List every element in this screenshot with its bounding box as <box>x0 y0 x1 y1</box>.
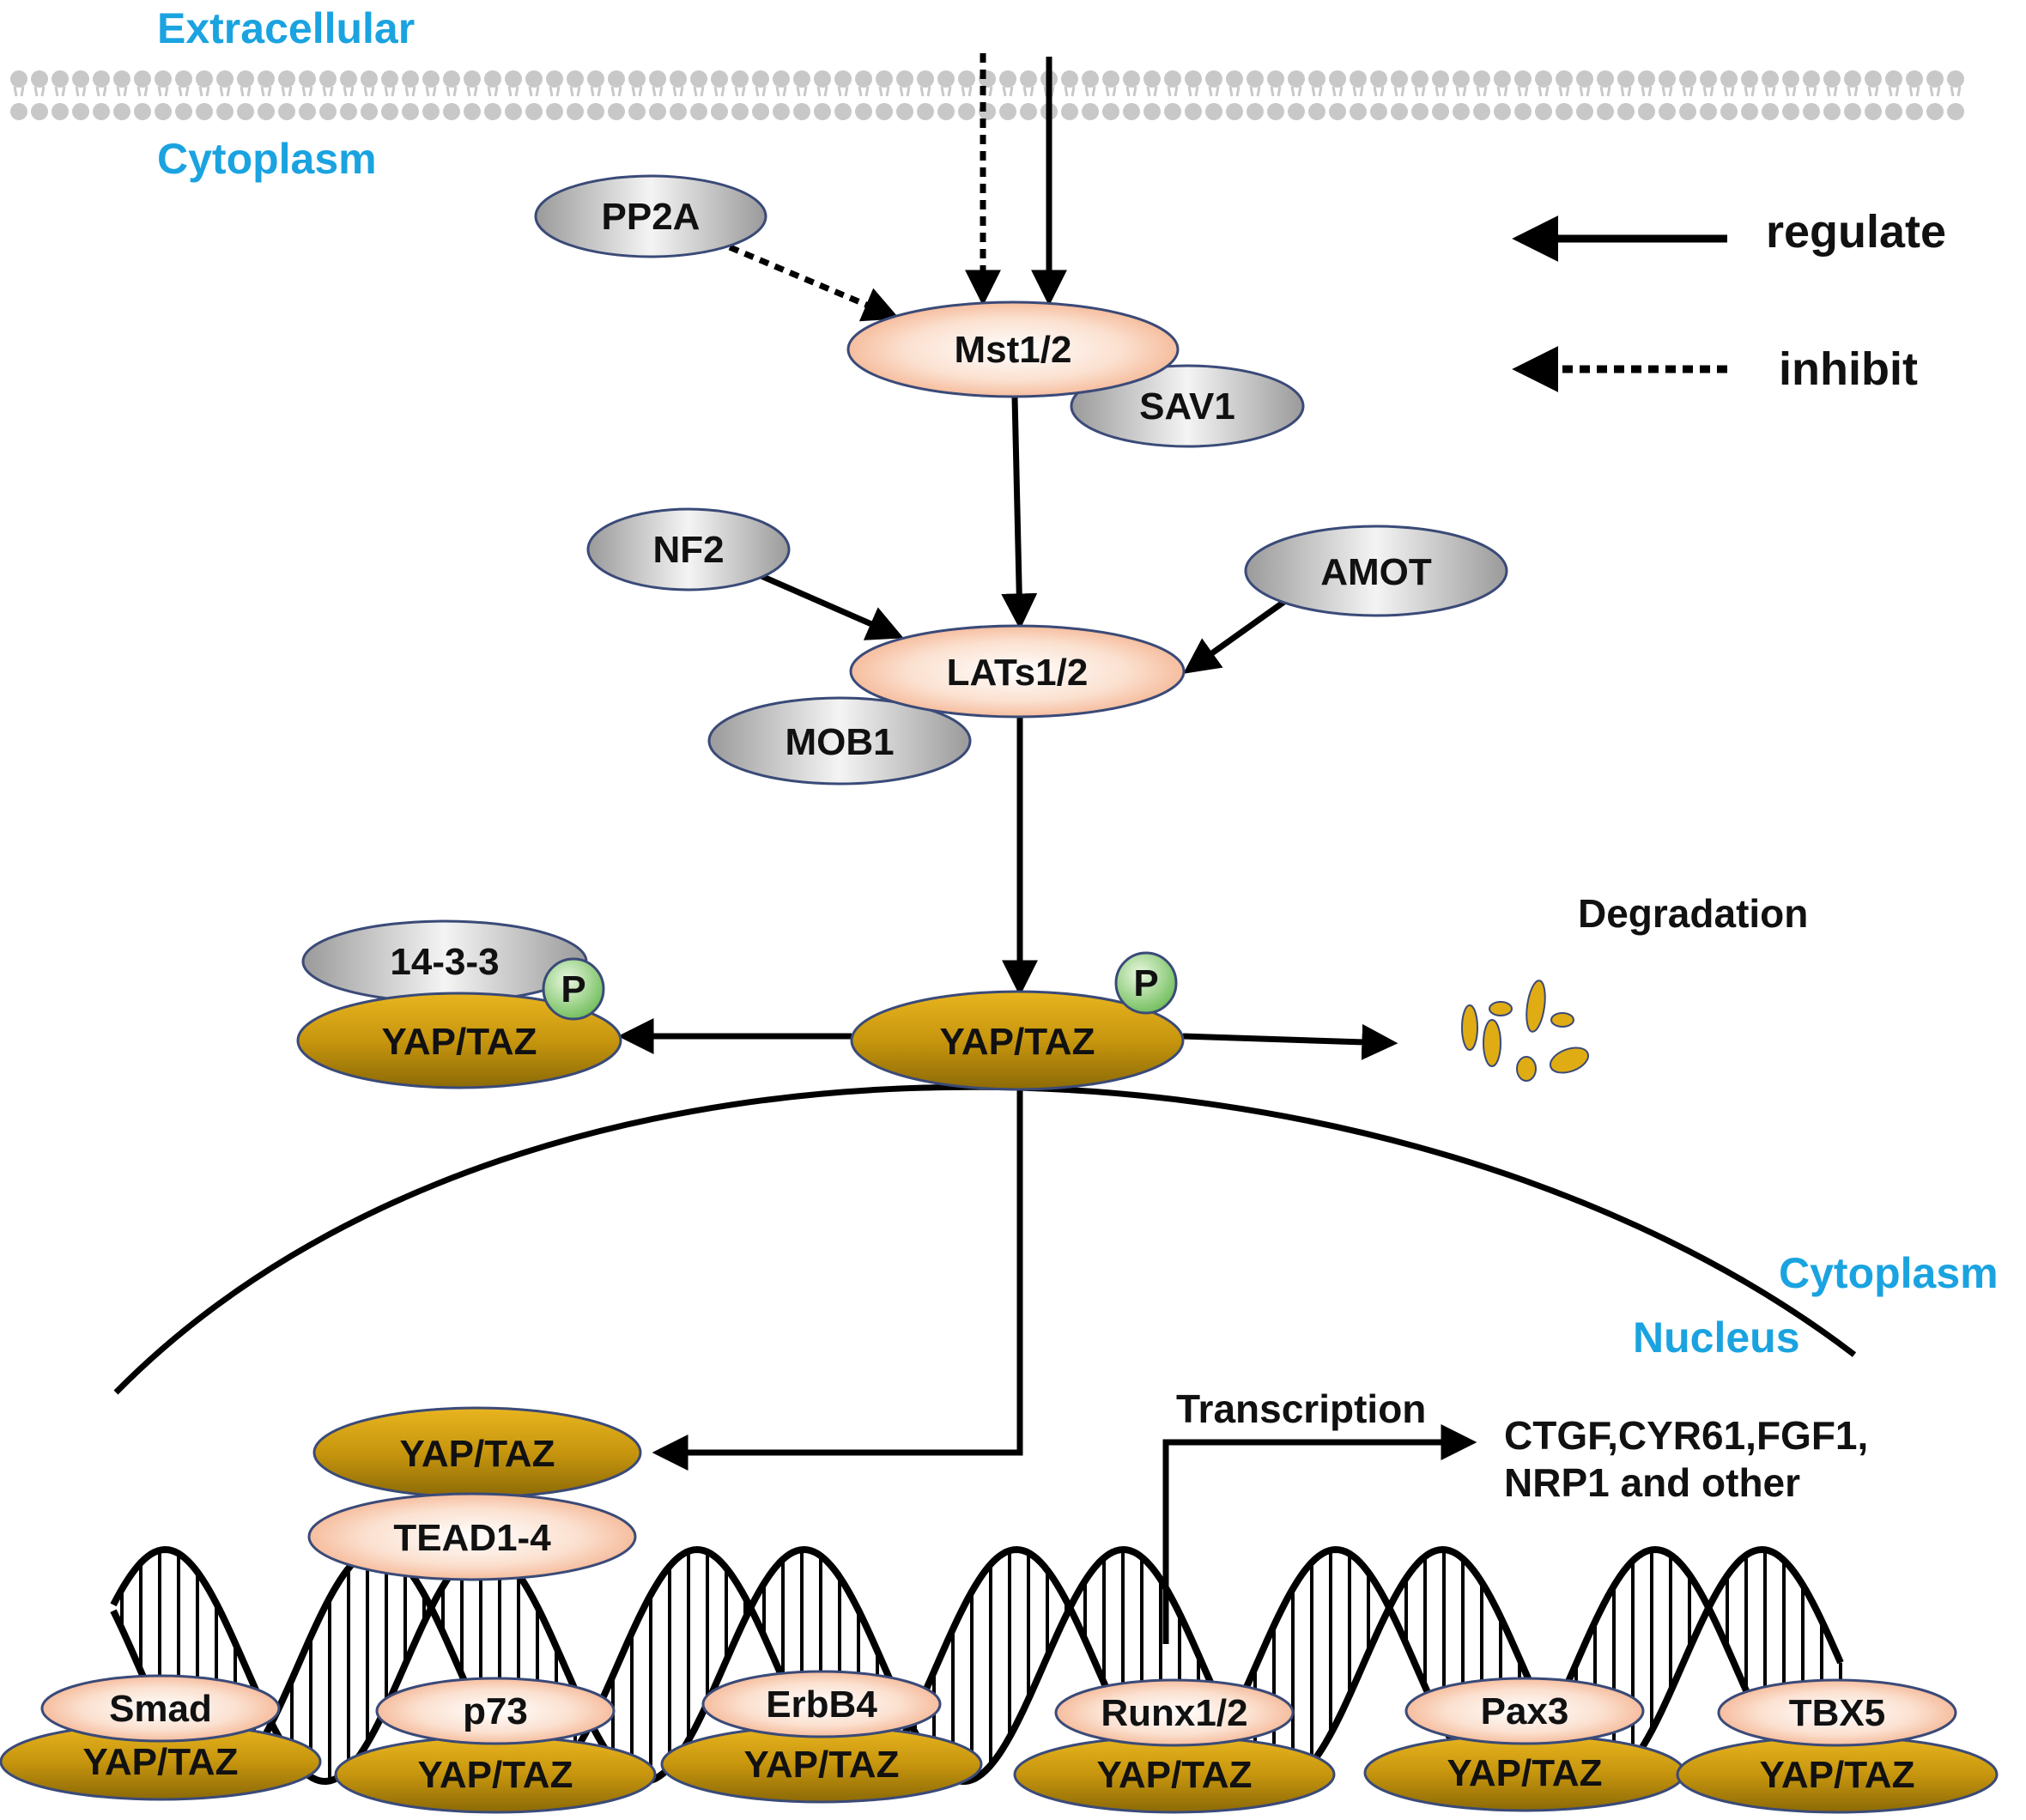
p1433-label: 14-3-3 <box>390 941 499 983</box>
dna-partner-pair: YAP/TAZ Pax3 <box>1363 1677 1686 1812</box>
cytoplasm-label-top: Cytoplasm <box>157 135 377 183</box>
partner-yap-node: YAP/TAZ <box>334 1735 657 1814</box>
partner-yap-label: YAP/TAZ <box>1447 1752 1603 1794</box>
phospho-left-node: P <box>542 957 605 1021</box>
connectors <box>617 53 1477 1644</box>
partner-tf-label: Pax3 <box>1481 1690 1569 1732</box>
partner-tf-node: Smad <box>40 1674 281 1743</box>
dna-partner-pair: YAP/TAZ TBX5 <box>1676 1678 1999 1814</box>
lats-label: LATs1/2 <box>947 652 1089 694</box>
pp2a-inhibit-arrow <box>728 244 900 322</box>
yap-to-nucleus-arrow <box>652 1089 1023 1471</box>
cytoplasm-label-right: Cytoplasm <box>1779 1249 1999 1297</box>
degradation-fragments-icon <box>1461 980 1590 1082</box>
sav1-node: SAV1 <box>1070 364 1305 448</box>
nf2-to-lats-arrow <box>754 570 904 640</box>
yap-nucleus-node: YAP/TAZ <box>312 1406 642 1499</box>
partner-tf-node: p73 <box>375 1677 616 1745</box>
partner-yap-node: YAP/TAZ <box>0 1722 322 1801</box>
yap-left-label: YAP/TAZ <box>382 1021 537 1063</box>
amot-node: AMOT <box>1244 525 1508 617</box>
mst-node: Mst1/2 <box>846 300 1180 398</box>
nucleus-label: Nucleus <box>1633 1313 1800 1362</box>
partner-tf-node: ErbB4 <box>701 1670 942 1738</box>
legend-regulate-label: regulate <box>1766 206 1946 258</box>
partner-yap-label: YAP/TAZ <box>418 1754 573 1796</box>
transcription-label: Transcription <box>1176 1386 1426 1431</box>
partner-tf-label: TBX5 <box>1789 1692 1885 1734</box>
tead-label: TEAD1-4 <box>393 1517 551 1559</box>
mob1-label: MOB1 <box>785 721 894 763</box>
partner-yap-label: YAP/TAZ <box>1760 1754 1915 1796</box>
amot-label: AMOT <box>1320 551 1432 593</box>
phospho-left-label: P <box>561 968 585 1010</box>
dna-partner-pair: YAP/TAZ Runx1/2 <box>1013 1678 1336 1814</box>
yap-nucleus-label: YAP/TAZ <box>400 1433 555 1475</box>
dna-partner-pair: YAP/TAZ ErbB4 <box>660 1670 983 1804</box>
pp2a-label: PP2A <box>602 196 701 238</box>
tead-node: TEAD1-4 <box>307 1492 637 1581</box>
amot-to-lats-arrow <box>1183 597 1290 674</box>
nuclear-envelope <box>113 1083 1857 1395</box>
partner-tf-label: Smad <box>109 1688 212 1730</box>
partner-yap-node: YAP/TAZ <box>1676 1735 1999 1814</box>
p1433-node: 14-3-3 <box>301 919 588 1004</box>
dna-partner-list: YAP/TAZSmadYAP/TAZp73YAP/TAZErbB4YAP/TAZ… <box>0 1670 1999 1814</box>
targets-line2: NRP1 and other <box>1504 1460 1800 1505</box>
pp2a-node: PP2A <box>534 174 767 258</box>
partner-tf-label: p73 <box>463 1690 528 1732</box>
nf2-node: NF2 <box>586 507 791 592</box>
nf2-label: NF2 <box>652 529 724 571</box>
partner-yap-node: YAP/TAZ <box>1363 1733 1686 1812</box>
yap-to-degradation-arrow <box>1182 1023 1398 1060</box>
yap-center-label: YAP/TAZ <box>940 1021 1095 1063</box>
transcription-arrow <box>1162 1424 1477 1644</box>
mst-to-lats-arrow <box>1001 396 1038 630</box>
phospho-center-node: P <box>1114 951 1178 1015</box>
degradation-label: Degradation <box>1578 891 1808 936</box>
extracellular-label: Extracellular <box>157 4 415 52</box>
cell-membrane <box>10 70 1964 120</box>
partner-yap-node: YAP/TAZ <box>660 1725 983 1804</box>
partner-yap-node: YAP/TAZ <box>1013 1735 1336 1814</box>
legend: regulate inhibit <box>1512 206 1946 395</box>
lats-node: LATs1/2 <box>849 624 1186 719</box>
targets-line1: CTGF,CYR61,FGF1, <box>1504 1413 1868 1458</box>
yap-left-node: YAP/TAZ <box>296 992 622 1089</box>
partner-tf-node: TBX5 <box>1717 1678 1957 1747</box>
legend-inhibit-label: inhibit <box>1779 343 1918 395</box>
partner-yap-label: YAP/TAZ <box>744 1744 900 1786</box>
partner-tf-label: Runx1/2 <box>1101 1692 1247 1734</box>
sav1-label: SAV1 <box>1139 385 1235 428</box>
partner-tf-node: Pax3 <box>1404 1677 1645 1745</box>
partner-tf-node: Runx1/2 <box>1054 1678 1295 1747</box>
phospho-center-label: P <box>1133 962 1158 1004</box>
yap-center-node: YAP/TAZ <box>850 990 1185 1091</box>
partner-yap-label: YAP/TAZ <box>83 1741 239 1783</box>
mst-label: Mst1/2 <box>955 329 1072 371</box>
partner-tf-label: ErbB4 <box>766 1684 877 1726</box>
dna-partner-pair: YAP/TAZ Smad <box>0 1674 322 1801</box>
mob1-node: MOB1 <box>707 696 972 786</box>
partner-yap-label: YAP/TAZ <box>1097 1754 1253 1796</box>
dna-partner-pair: YAP/TAZ p73 <box>334 1677 657 1814</box>
